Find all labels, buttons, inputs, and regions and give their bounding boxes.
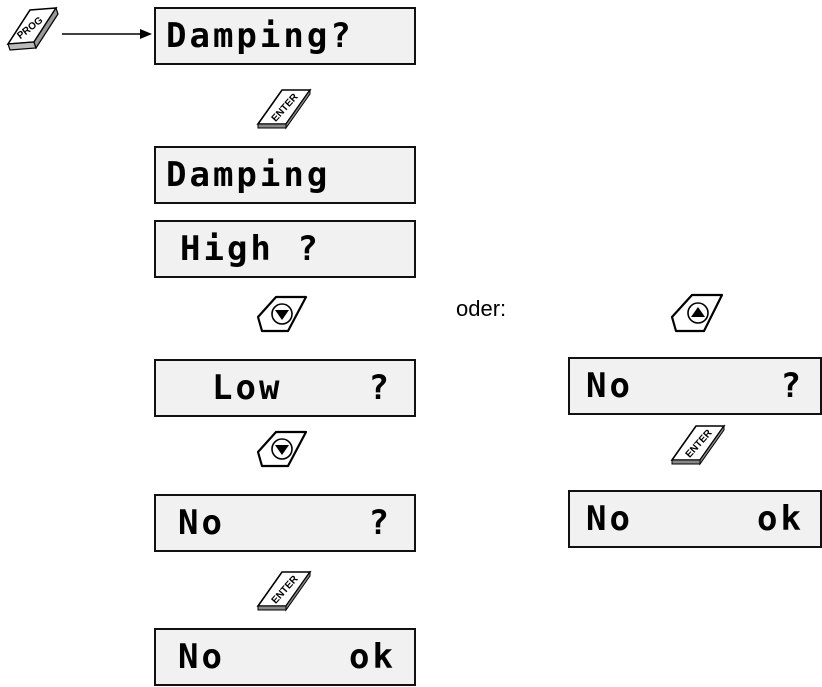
display-question-mark: ? (368, 503, 392, 543)
display-word: No (586, 366, 633, 406)
alternative-label: oder: (456, 296, 507, 321)
display-low: Low ? (154, 359, 416, 417)
alt-display-no-ok: No ok (568, 490, 822, 548)
display-question-mark: ? (780, 366, 804, 406)
enter-key-icon: ENTER (254, 84, 314, 134)
alt-display-no-question: No ? (568, 357, 822, 415)
up-key-icon (668, 289, 728, 339)
display-word: Low (212, 368, 283, 408)
display-word: No (586, 499, 633, 539)
down-key-icon (254, 291, 312, 339)
display-damping-question: Damping? (154, 7, 416, 65)
display-no-ok: No ok (154, 628, 416, 686)
display-text: High ? (180, 229, 321, 269)
display-ok: ok (349, 637, 396, 677)
display-word: No (178, 637, 225, 677)
down-key-icon (254, 426, 312, 474)
enter-key-icon: ENTER (668, 420, 728, 470)
display-ok: ok (757, 499, 804, 539)
enter-key-icon: ENTER (254, 566, 314, 616)
display-text: Damping? (166, 16, 354, 56)
display-word: No (178, 503, 225, 543)
display-no-question: No ? (154, 494, 416, 552)
display-high: High ? (154, 220, 416, 278)
display-text: Damping (166, 155, 331, 195)
prog-arrow (62, 26, 154, 46)
display-question-mark: ? (368, 368, 392, 408)
display-damping: Damping (154, 146, 416, 204)
prog-key-icon: PROG (4, 4, 62, 56)
